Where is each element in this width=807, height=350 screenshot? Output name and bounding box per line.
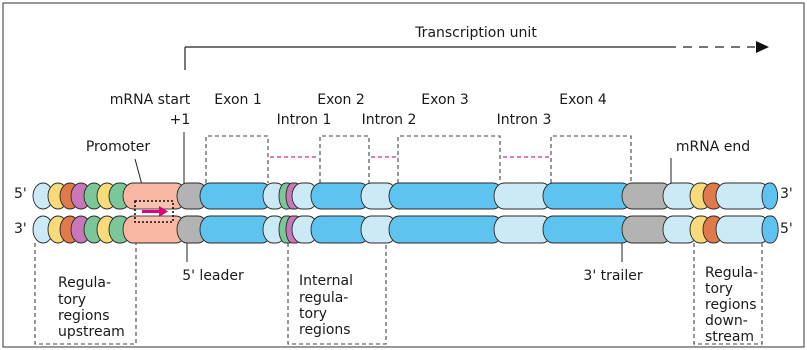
bottom-annotation-boxes	[34, 243, 763, 345]
top-segment-exon-4	[542, 182, 633, 210]
mrna-start-label: mRNA start	[110, 92, 191, 108]
bottom-strand-5prime: 5'	[780, 221, 793, 237]
top-segment-end-cap	[761, 182, 779, 210]
promoter-start-box	[134, 200, 174, 223]
internal-box	[287, 243, 387, 345]
dna-top-strand	[32, 182, 779, 210]
leader-label: 5' leader	[182, 268, 244, 284]
top-strand-3prime: 3'	[780, 186, 793, 202]
exon-brackets	[205, 135, 632, 183]
exon-2-label: Exon 2	[317, 92, 365, 108]
transcription-unit-arrow	[184, 41, 769, 70]
bottom-segment-exon-4	[542, 215, 633, 244]
downstream-box	[693, 243, 763, 345]
exon-3-bracket	[397, 135, 501, 183]
bottom-strand-3prime: 3'	[14, 221, 27, 237]
intron-3-label: Intron 3	[497, 112, 552, 128]
mrna-end-label: mRNA end	[676, 139, 750, 155]
downstream-label: Regula- tory regions down- stream	[705, 265, 758, 345]
upstream-box	[34, 243, 137, 345]
intron-1-label: Intron 1	[277, 112, 332, 128]
top-segment-exon-1	[199, 182, 273, 210]
upstream-label-line-2: tory	[58, 292, 86, 308]
exon-2-bracket	[319, 135, 370, 183]
downstream-label-line-2: tory	[705, 281, 733, 297]
top-strand-5prime: 5'	[14, 186, 27, 202]
internal-label-line-3: tory	[299, 306, 327, 322]
intron-2-label: Intron 2	[362, 112, 417, 128]
downstream-label-line-3: regions	[705, 297, 757, 313]
exon-3-label: Exon 3	[421, 92, 469, 108]
downstream-label-line-4: down-	[705, 313, 748, 329]
exon-4-bracket	[550, 135, 632, 183]
upstream-label-line-1: Regula-	[58, 275, 111, 291]
bottom-segment-exon-1	[199, 215, 273, 244]
internal-label-line-4: regions	[299, 322, 351, 338]
dna-bottom-strand	[32, 215, 779, 244]
internal-label: Internal regula- tory regions	[299, 273, 353, 338]
bottom-segment-exon-3	[388, 215, 504, 244]
top-segment-exon-3	[388, 182, 504, 210]
exon-4-label: Exon 4	[559, 92, 607, 108]
upstream-label-line-4: upstream	[58, 324, 125, 340]
bottom-segment-end-cap	[761, 215, 779, 244]
internal-label-line-1: Internal	[299, 273, 353, 289]
promoter-label: Promoter	[86, 139, 151, 155]
downstream-label-line-1: Regula-	[705, 265, 758, 281]
transcription-start-arrowhead-icon	[159, 206, 168, 217]
mrna-start-position: +1	[170, 112, 191, 128]
upstream-label-line-3: regions	[58, 308, 110, 324]
exon-1-label: Exon 1	[214, 92, 262, 108]
trailer-label: 3' trailer	[583, 268, 642, 284]
internal-label-line-2: regula-	[299, 290, 348, 306]
transcription-unit-label: Transcription unit	[414, 25, 537, 41]
upstream-label: Regula- tory regions upstream	[58, 275, 125, 340]
downstream-label-line-5: stream	[705, 329, 754, 345]
exon-1-bracket	[205, 135, 269, 183]
